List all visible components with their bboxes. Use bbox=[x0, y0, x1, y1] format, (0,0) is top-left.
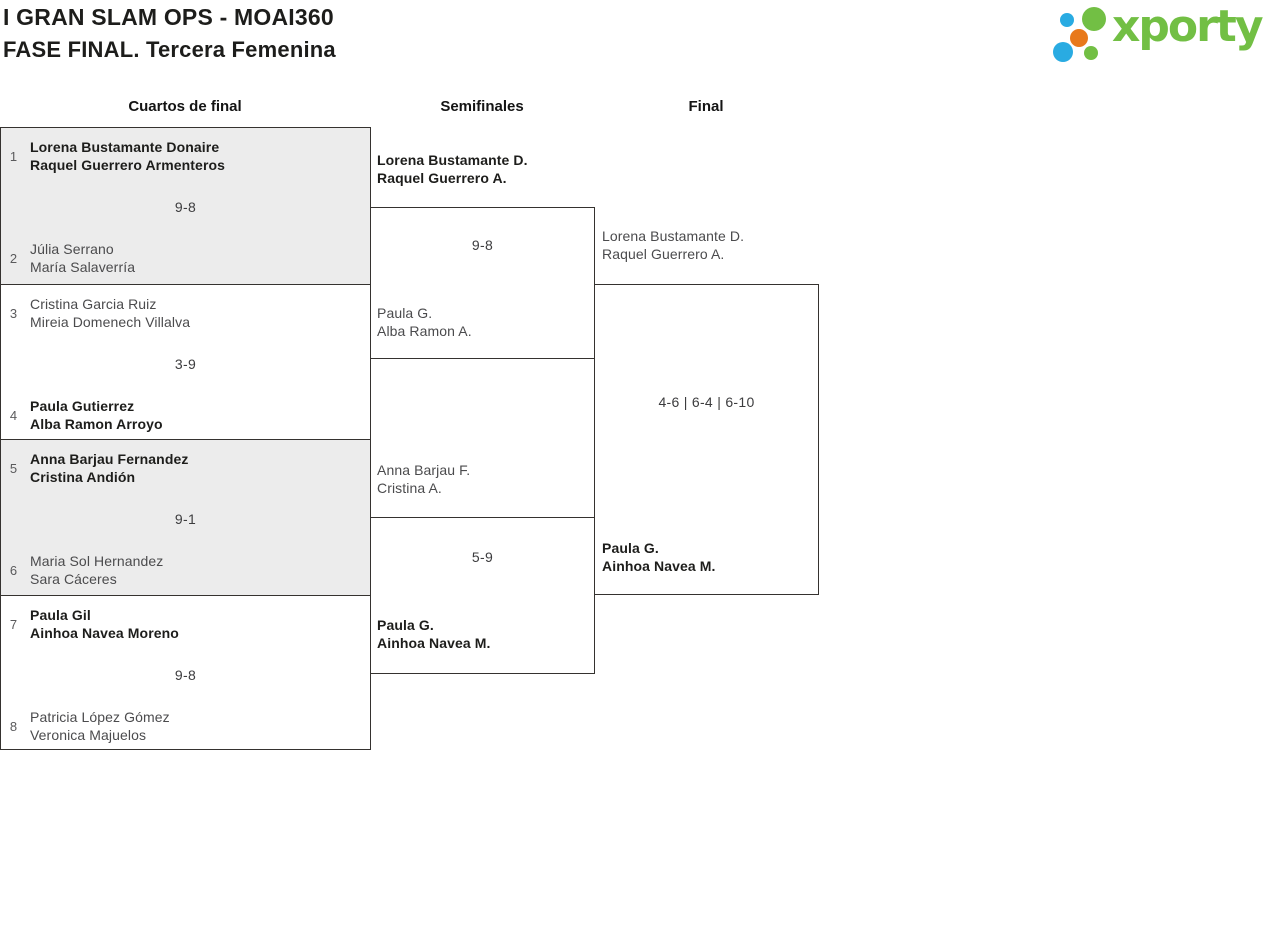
player-name: Anna Barjau F. bbox=[377, 462, 471, 478]
player-name: Paula G. bbox=[377, 305, 433, 321]
quarterfinal-match-1: 1 Lorena Bustamante Donaire Raquel Guerr… bbox=[1, 128, 370, 284]
final-bottom-team: Paula G. Ainhoa Navea M. bbox=[602, 539, 716, 575]
team-entry: 7 Paula Gil Ainhoa Navea Moreno bbox=[6, 606, 179, 642]
round-header-cuartos: Cuartos de final bbox=[128, 98, 242, 115]
match-score: 9-1 bbox=[174, 511, 197, 527]
seed-number: 3 bbox=[9, 305, 18, 321]
seed-number: 8 bbox=[9, 718, 18, 734]
player-name: Alba Ramon Arroyo bbox=[30, 416, 163, 432]
seed-number: 1 bbox=[9, 148, 18, 164]
player-name: Anna Barjau Fernandez bbox=[30, 451, 189, 467]
player-name: Cristina A. bbox=[377, 480, 442, 496]
seed-number: 7 bbox=[9, 616, 18, 632]
logo-dot-green-small bbox=[1084, 46, 1098, 60]
semifinal-2-bottom-team: Paula G. Ainhoa Navea M. bbox=[377, 616, 491, 652]
team-entry: 8 Patricia López Gómez Veronica Majuelos bbox=[6, 708, 170, 744]
semifinal-2-score: 5-9 bbox=[471, 549, 494, 565]
player-name: Sara Cáceres bbox=[30, 571, 117, 587]
player-name: Ainhoa Navea M. bbox=[377, 635, 491, 651]
player-name: Maria Sol Hernandez bbox=[30, 553, 164, 569]
player-name: Ainhoa Navea Moreno bbox=[30, 625, 179, 641]
player-name: Lorena Bustamante D. bbox=[377, 152, 528, 168]
team-entry: 4 Paula Gutierrez Alba Ramon Arroyo bbox=[6, 397, 163, 433]
player-name: Lorena Bustamante Donaire bbox=[30, 139, 220, 155]
xporty-logo[interactable]: xporty bbox=[1045, 0, 1280, 75]
player-name: Raquel Guerrero A. bbox=[377, 170, 507, 186]
match-score: 9-8 bbox=[174, 667, 197, 683]
player-name: Paula Gutierrez bbox=[30, 398, 135, 414]
player-name: Raquel Guerrero A. bbox=[602, 246, 725, 262]
player-name: Veronica Majuelos bbox=[30, 727, 147, 743]
team-entry: 6 Maria Sol Hernandez Sara Cáceres bbox=[6, 552, 163, 588]
player-name: Paula G. bbox=[377, 617, 434, 633]
semifinal-match-2-box bbox=[370, 517, 595, 674]
player-name: Alba Ramon A. bbox=[377, 323, 472, 339]
final-match-box bbox=[594, 284, 819, 595]
player-name: Cristina Andión bbox=[30, 469, 136, 485]
seed-number: 5 bbox=[9, 460, 18, 476]
team-entry: 2 Júlia Serrano María Salaverría bbox=[6, 240, 135, 276]
tournament-title: I GRAN SLAM OPS - MOAI360 bbox=[3, 4, 334, 30]
seed-number: 6 bbox=[9, 562, 18, 578]
logo-wordmark: xporty bbox=[1112, 1, 1264, 52]
logo-dot-blue-large bbox=[1053, 42, 1073, 62]
final-top-team: Lorena Bustamante D. Raquel Guerrero A. bbox=[602, 227, 744, 263]
semifinal-match-1-box bbox=[370, 207, 595, 359]
player-name: Paula Gil bbox=[30, 607, 91, 623]
seed-number: 2 bbox=[9, 250, 18, 266]
seed-number: 4 bbox=[9, 407, 18, 423]
final-score: 4-6 | 6-4 | 6-10 bbox=[658, 394, 755, 410]
player-name: Raquel Guerrero Armenteros bbox=[30, 157, 226, 173]
quarterfinal-match-4: 7 Paula Gil Ainhoa Navea Moreno 9-8 8 Pa… bbox=[1, 595, 370, 749]
player-name: Cristina Garcia Ruiz bbox=[30, 296, 157, 312]
phase-title: FASE FINAL. Tercera Femenina bbox=[3, 37, 336, 62]
player-name: Mireia Domenech Villalva bbox=[30, 314, 191, 330]
player-name: Paula G. bbox=[602, 540, 659, 556]
quarterfinal-match-3: 5 Anna Barjau Fernandez Cristina Andión … bbox=[1, 439, 370, 595]
semifinal-2-top-team: Anna Barjau F. Cristina A. bbox=[377, 461, 470, 497]
match-score: 9-8 bbox=[174, 199, 197, 215]
semifinal-1-top-team: Lorena Bustamante D. Raquel Guerrero A. bbox=[377, 151, 528, 187]
player-name: Lorena Bustamante D. bbox=[602, 228, 745, 244]
semifinal-1-score: 9-8 bbox=[471, 237, 494, 253]
round-header-final: Final bbox=[688, 98, 724, 115]
player-name: Júlia Serrano bbox=[30, 241, 114, 257]
team-entry: 1 Lorena Bustamante Donaire Raquel Guerr… bbox=[6, 138, 225, 174]
round-header-semifinales: Semifinales bbox=[440, 98, 524, 115]
logo-dot-orange bbox=[1070, 29, 1088, 47]
logo-dot-blue-small bbox=[1060, 13, 1074, 27]
player-name: Patricia López Gómez bbox=[30, 709, 170, 725]
team-entry: 5 Anna Barjau Fernandez Cristina Andión bbox=[6, 450, 188, 486]
player-name: María Salaverría bbox=[30, 259, 136, 275]
semifinal-1-bottom-team: Paula G. Alba Ramon A. bbox=[377, 304, 472, 340]
logo-dot-green-large bbox=[1082, 7, 1106, 31]
team-entry: 3 Cristina Garcia Ruiz Mireia Domenech V… bbox=[6, 295, 190, 331]
quarterfinals-column: 1 Lorena Bustamante Donaire Raquel Guerr… bbox=[0, 127, 371, 750]
quarterfinal-match-2: 3 Cristina Garcia Ruiz Mireia Domenech V… bbox=[1, 284, 370, 439]
player-name: Ainhoa Navea M. bbox=[602, 558, 716, 574]
match-score: 3-9 bbox=[174, 356, 197, 372]
